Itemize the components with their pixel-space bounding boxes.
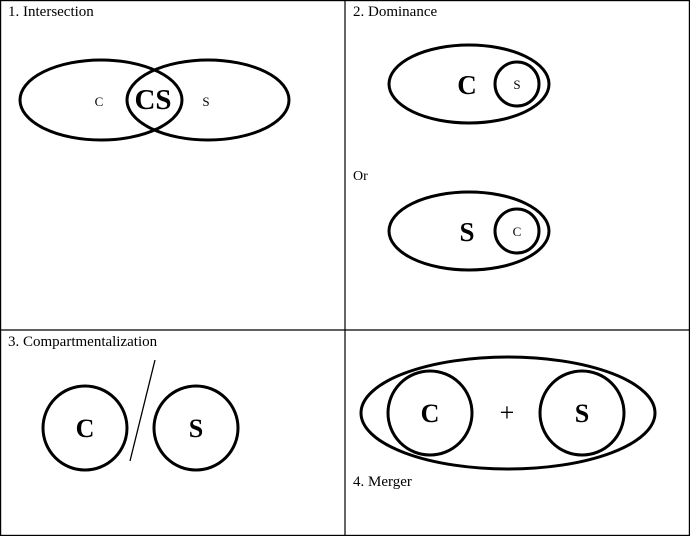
merger-right-label: S <box>575 399 589 428</box>
merger-outer-ellipse <box>359 355 657 471</box>
quadrant-compartmentalization: 3. Compartmentalization C S <box>8 334 240 472</box>
compartmentalization-right-label: S <box>189 414 203 443</box>
compartmentalization-right-circle <box>152 384 240 472</box>
dominance-title: 2. Dominance <box>353 4 437 20</box>
compartmentalization-left-label: C <box>76 414 95 443</box>
compartmentalization-title: 3. Compartmentalization <box>8 334 158 350</box>
dominance-bottom-inner-circle <box>493 207 541 255</box>
compartmentalization-divider-line <box>129 359 156 462</box>
intersection-left-label: C <box>95 94 104 109</box>
merger-title: 4. Merger <box>353 474 412 490</box>
intersection-left-ellipse <box>18 58 184 142</box>
merger-plus-label: + <box>500 398 515 427</box>
intersection-title: 1. Intersection <box>8 4 94 20</box>
merger-right-circle <box>538 369 626 457</box>
compartmentalization-left-circle <box>41 384 129 472</box>
dominance-top-inner-label: S <box>513 77 520 92</box>
intersection-right-label: S <box>202 94 209 109</box>
dominance-bottom-outer-label: S <box>459 217 474 247</box>
dominance-top-outer-ellipse <box>387 43 551 125</box>
intersection-right-ellipse <box>125 58 291 142</box>
dominance-or-label: Or <box>353 169 368 184</box>
merger-left-label: C <box>421 399 440 428</box>
dominance-top-inner-circle <box>493 60 541 108</box>
dominance-bottom-inner-label: C <box>513 224 522 239</box>
intersection-center-label: CS <box>134 84 171 116</box>
dominance-bottom-outer-ellipse <box>387 190 551 272</box>
quadrant-intersection: 1. Intersection C CS S <box>8 4 291 142</box>
quadrant-dominance: 2. Dominance C S Or S C <box>353 4 551 272</box>
merger-left-circle <box>386 369 474 457</box>
dominance-top-outer-label: C <box>457 70 477 100</box>
quadrant-merger: C + S 4. Merger <box>353 355 657 490</box>
